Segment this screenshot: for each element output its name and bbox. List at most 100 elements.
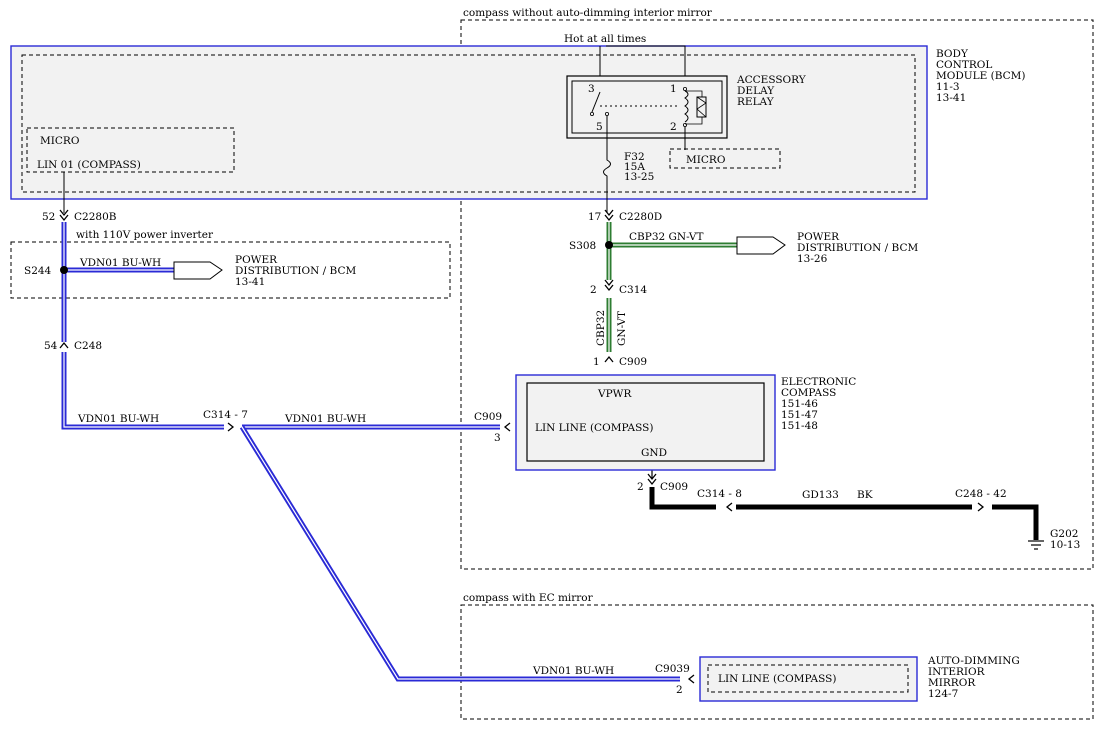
fuse-label-3: 13-25	[624, 171, 654, 183]
mirror-module	[699, 656, 918, 702]
c248-symbol	[59, 342, 69, 349]
relay-pin-5: 5	[596, 121, 603, 133]
blue-wire-left	[61, 222, 224, 430]
region-with-inverter-label: with 110V power inverter	[76, 229, 214, 241]
pd-right-label-2: DISTRIBUTION / BCM	[797, 242, 918, 254]
s308-label: S308	[569, 240, 596, 252]
mirror-label-1: AUTO-DIMMING	[927, 655, 1020, 667]
relay-pin-2: 2	[670, 121, 677, 133]
relay-label-3: RELAY	[737, 96, 775, 108]
compass-label-3: 151-46	[781, 398, 818, 410]
wire-vdn01-compass: VDN01 BU-WH	[284, 413, 366, 425]
c909-left-symbol	[504, 422, 511, 432]
pd-left-label-2: DISTRIBUTION / BCM	[235, 265, 356, 277]
compass-label-1: ELECTRONIC	[781, 376, 856, 388]
compass-label-4: 151-47	[781, 409, 818, 421]
c314-8-label: C314 - 8	[697, 488, 742, 500]
c2280b-pin: 52	[42, 211, 55, 223]
wire-vdn01-left: VDN01 BU-WH	[77, 413, 159, 425]
c248-42-label: C248 - 42	[955, 488, 1007, 500]
bcm-label-3: MODULE (BCM)	[936, 70, 1026, 82]
c909-bottom-label: C909	[660, 481, 688, 493]
c314-symbol	[604, 279, 614, 291]
s244-splice	[60, 266, 68, 274]
s244-label: S244	[24, 265, 52, 277]
region-with-ec-mirror	[460, 604, 1094, 720]
micro-left-box	[26, 127, 235, 173]
compass-lin: LIN LINE (COMPASS)	[535, 422, 653, 434]
relay-pin-1: 1	[670, 83, 677, 95]
pd-right-label-3: 13-26	[797, 253, 828, 265]
compass-inner	[526, 382, 765, 462]
wire-gd133: GD133	[802, 489, 839, 501]
pd-right-arrow	[736, 236, 786, 255]
mirror-label-4: 124-7	[928, 688, 958, 700]
mirror-inner	[707, 664, 909, 693]
bcm-label-1: BODY	[936, 48, 969, 60]
mirror-lin: LIN LINE (COMPASS)	[718, 673, 836, 685]
fuse-label-1: F32	[624, 151, 645, 163]
bcm-module	[10, 45, 928, 200]
c9039-symbol	[688, 674, 695, 684]
c909-top-label: C909	[619, 356, 647, 368]
region-without-mirror	[460, 19, 1094, 570]
c909-top-symbol	[604, 356, 614, 363]
g202-ref: 10-13	[1050, 539, 1080, 551]
micro-right-label: MICRO	[686, 154, 726, 166]
bcm-label-5: 13-41	[936, 92, 966, 104]
c909-top-pin: 1	[593, 356, 600, 368]
blue-wire-to-mirror	[239, 425, 680, 682]
micro-right-box	[669, 148, 781, 169]
mirror-label-2: INTERIOR	[928, 666, 986, 678]
relay-pin-3: 3	[588, 83, 595, 95]
pd-right-label-1: POWER	[797, 231, 840, 243]
pd-left-label-1: POWER	[235, 254, 278, 266]
hot-at-all-times-label: Hot at all times	[564, 33, 646, 45]
c314-pin: 2	[590, 284, 597, 296]
g202-label: G202	[1050, 528, 1078, 540]
c909-left-label: C909	[474, 411, 502, 423]
c248-42-symbol	[977, 502, 984, 512]
mirror-label-3: MIRROR	[928, 677, 976, 689]
lin01-label: LIN 01 (COMPASS)	[37, 159, 141, 171]
region-without-mirror-label: compass without auto-dimming interior mi…	[463, 7, 713, 19]
c2280d-label: C2280D	[619, 211, 662, 223]
c2280b-label: C2280B	[74, 211, 117, 223]
wire-cbp32-horizontal: CBP32 GN-VT	[629, 231, 703, 243]
c9039-label: C9039	[655, 663, 690, 675]
relay-label-2: DELAY	[737, 85, 775, 97]
micro-left-label: MICRO	[40, 135, 80, 147]
fuse-symbol	[603, 150, 611, 213]
compass-vpwr: VPWR	[597, 388, 632, 400]
c314-label: C314	[619, 284, 647, 296]
c9039-pin: 2	[676, 684, 683, 696]
relay-coil	[683, 87, 707, 150]
region-with-inverter	[10, 241, 451, 299]
c2280d-pin: 17	[588, 211, 601, 223]
c314-8-symbol	[726, 502, 733, 512]
wire-bk: BK	[857, 489, 873, 501]
fuse-label-2: 15A	[624, 161, 645, 173]
ground-symbol	[1028, 540, 1044, 550]
c909-bottom-pin: 2	[637, 481, 644, 493]
c314-7-label: C314 - 7	[203, 409, 248, 421]
pd-left-label-3: 13-41	[235, 276, 265, 288]
compass-label-5: 151-48	[781, 420, 818, 432]
wire-cbp32-vertical: CBP32	[595, 310, 607, 346]
ground-wire	[649, 487, 1039, 540]
wire-vdn01-mirror: VDN01 BU-WH	[532, 665, 614, 677]
bcm-label-2: CONTROL	[936, 59, 992, 71]
compass-label-2: COMPASS	[781, 387, 836, 399]
c314-7-symbol	[227, 422, 234, 432]
relay-inner	[571, 80, 723, 134]
c909-left-pin: 3	[494, 432, 501, 444]
relay-label-1: ACCESSORY	[736, 74, 807, 86]
c248-label: C248	[74, 340, 102, 352]
wire-vdn01-s244: VDN01 BU-WH	[79, 257, 161, 269]
c2280d-symbol	[604, 209, 614, 221]
s308-splice	[605, 241, 613, 249]
c248-pin: 54	[44, 340, 58, 352]
bcm-label-4: 11-3	[936, 81, 960, 93]
bcm-inner-dashed	[21, 54, 916, 193]
